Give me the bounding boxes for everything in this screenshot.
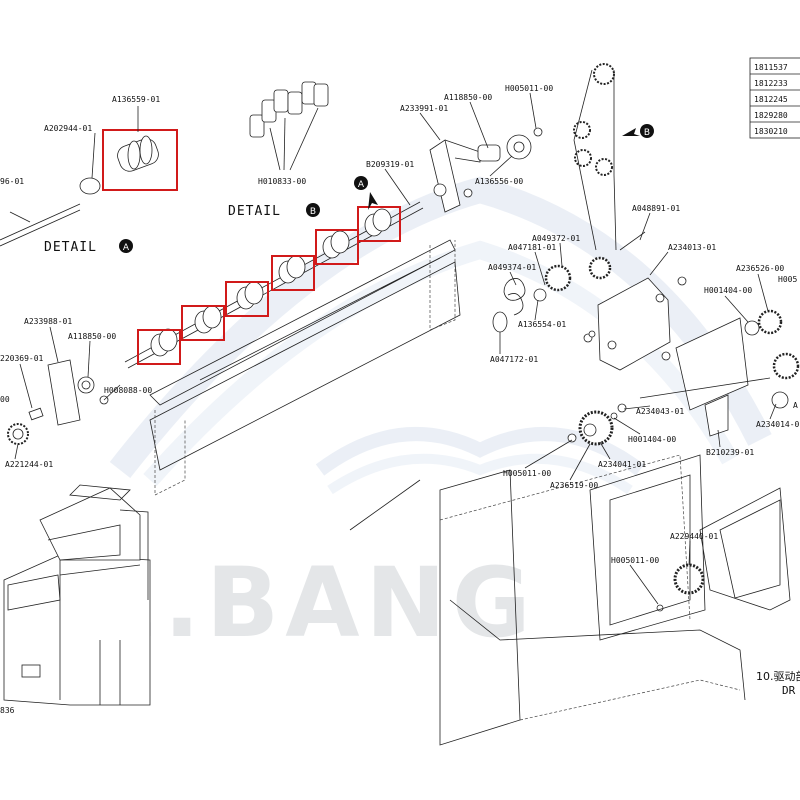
label-a236519: A236519-00 bbox=[550, 481, 598, 490]
watermark-logo bbox=[109, 176, 772, 495]
roller-3 bbox=[236, 281, 264, 310]
label-h005-right: H005 bbox=[778, 275, 797, 284]
left-bracket bbox=[28, 359, 109, 426]
label-a047172: A047172-01 bbox=[490, 355, 538, 364]
label-a202944: A202944-01 bbox=[44, 124, 92, 133]
label-h001404-top: H001404-00 bbox=[704, 286, 752, 295]
part-table: 1811537 1812233 1812245 1829280 1830210 bbox=[749, 57, 800, 139]
label-h001404-bot: H001404-00 bbox=[628, 435, 676, 444]
label-a136559: A136559-01 bbox=[112, 95, 160, 104]
roller-1 bbox=[150, 328, 178, 357]
highlight-roller-6 bbox=[357, 206, 401, 242]
watermark-text: E.BANG bbox=[92, 547, 537, 659]
label-a221244: A221244-01 bbox=[5, 460, 53, 469]
label-96: 96-01 bbox=[0, 177, 24, 186]
highlight-roller-4 bbox=[271, 255, 315, 291]
marker-b2-circle bbox=[640, 124, 654, 138]
label-a-right: A bbox=[793, 401, 798, 410]
label-00: 00 bbox=[0, 395, 10, 404]
marker-a2-text: A bbox=[358, 180, 365, 190]
roller-2 bbox=[194, 305, 222, 334]
printer-machine bbox=[3, 484, 151, 706]
label-a234043: A234043-01 bbox=[636, 407, 684, 416]
label-a136556: A136556-00 bbox=[475, 177, 523, 186]
section-caption-line1: 10.驱动部 bbox=[756, 669, 800, 683]
table-row: 1830210 bbox=[754, 127, 788, 136]
highlight-roller-2 bbox=[181, 305, 225, 341]
marker-a-circle bbox=[119, 239, 133, 253]
label-a047181: A047181-01 bbox=[508, 243, 556, 252]
chain-assembly bbox=[249, 81, 329, 138]
section-caption-line2: DR bbox=[782, 684, 796, 697]
label-a233991: A233991-01 bbox=[400, 104, 448, 113]
label-a234014: A234014-0 bbox=[756, 420, 800, 429]
marker-b-circle bbox=[306, 203, 320, 217]
marker-b2-text: B bbox=[644, 128, 650, 138]
label-a118850-top: A118850-00 bbox=[444, 93, 492, 102]
roller-shaft bbox=[124, 201, 424, 369]
right-gears bbox=[639, 309, 800, 437]
marker-a2-circle bbox=[354, 176, 368, 190]
label-a049372: A049372-01 bbox=[532, 234, 580, 243]
marker-a-text: A bbox=[123, 243, 130, 253]
bottom-gears bbox=[567, 403, 705, 612]
right-plate bbox=[583, 276, 760, 411]
highlight-a136559 bbox=[102, 129, 178, 191]
label-h005011-top: H005011-00 bbox=[505, 84, 553, 93]
detail-b-label: DETAIL bbox=[228, 204, 281, 219]
label-a236526: A236526-00 bbox=[736, 264, 784, 273]
label-a234041: A234041-01 bbox=[598, 460, 646, 469]
lower-right-frame bbox=[349, 454, 791, 746]
label-a229440: A229440-01 bbox=[670, 532, 718, 541]
lower-frame bbox=[149, 239, 461, 496]
label-h008088: H008088-00 bbox=[104, 386, 152, 395]
table-row: 1812245 bbox=[754, 95, 788, 104]
roller-5 bbox=[322, 230, 350, 259]
label-a118850-left: A118850-00 bbox=[68, 332, 116, 341]
table-row: 1829280 bbox=[754, 111, 788, 120]
gear-a221244 bbox=[7, 423, 29, 445]
highlight-roller-1 bbox=[137, 329, 181, 365]
top-bracket bbox=[429, 127, 543, 213]
table-row: 1812233 bbox=[754, 79, 788, 88]
label-b209319: B209319-01 bbox=[366, 160, 414, 169]
roller-6 bbox=[364, 208, 392, 237]
detail-a-label: DETAIL bbox=[44, 240, 97, 255]
highlight-roller-3 bbox=[225, 281, 269, 317]
label-a234013: A234013-01 bbox=[668, 243, 716, 252]
label-h005011-mid: H005011-00 bbox=[503, 469, 551, 478]
label-836: 836 bbox=[0, 706, 15, 715]
label-a233988: A233988-01 bbox=[24, 317, 72, 326]
highlight-roller-5 bbox=[315, 229, 359, 265]
leader-lines bbox=[14, 92, 777, 605]
label-a136554: A136554-01 bbox=[518, 320, 566, 329]
label-h010833: H010833-00 bbox=[258, 177, 306, 186]
label-a049374: A049374-01 bbox=[488, 263, 536, 272]
label-b210239: B210239-01 bbox=[706, 448, 754, 457]
marker-b-text: B bbox=[310, 207, 316, 217]
label-220369: 220369-01 bbox=[0, 354, 44, 363]
roller-4 bbox=[278, 255, 306, 284]
table-row: 1811537 bbox=[754, 63, 788, 72]
chain-drive bbox=[573, 63, 617, 251]
gear-cluster bbox=[492, 231, 646, 333]
label-a048891: A048891-01 bbox=[632, 204, 680, 213]
detail-a-assembly bbox=[0, 135, 159, 247]
label-h005011-bot: H005011-00 bbox=[611, 556, 659, 565]
